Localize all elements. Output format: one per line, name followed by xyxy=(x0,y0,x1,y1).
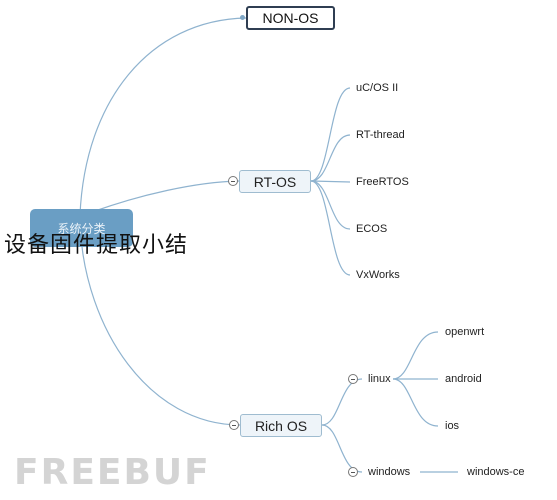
branch-non-os-label: NON-OS xyxy=(262,10,319,26)
leaf-windows-ce[interactable]: windows-ce xyxy=(467,466,525,478)
leaf-ecos[interactable]: ECOS xyxy=(356,223,388,235)
root-node[interactable]: 系统分类 xyxy=(30,209,133,247)
leaf-android[interactable]: android xyxy=(445,373,482,385)
leaf-ucos[interactable]: uC/OS II xyxy=(356,82,399,94)
leaf-ios[interactable]: ios xyxy=(445,420,460,432)
branch-non-os[interactable]: NON-OS xyxy=(246,6,335,30)
collapse-linux-icon[interactable] xyxy=(348,374,358,384)
branch-rt-os[interactable]: RT-OS xyxy=(239,170,311,193)
collapse-rt-os-icon[interactable] xyxy=(228,176,238,186)
watermark-logo: FREEBUF xyxy=(14,452,211,493)
branch-rt-os-label: RT-OS xyxy=(253,173,297,190)
overlay-title: 设备固件提取小结 xyxy=(4,233,189,258)
branch-rich-os[interactable]: Rich OS xyxy=(240,414,322,437)
connector-dot xyxy=(240,15,245,20)
collapse-windows-icon[interactable] xyxy=(348,467,358,477)
collapse-rich-os-icon[interactable] xyxy=(229,420,239,430)
leaf-openwrt[interactable]: openwrt xyxy=(445,326,485,338)
leaf-freertos[interactable]: FreeRTOS xyxy=(356,176,409,188)
leaf-rt-thread[interactable]: RT-thread xyxy=(356,129,405,141)
node-windows[interactable]: windows xyxy=(368,466,411,478)
node-linux[interactable]: linux xyxy=(368,373,391,385)
leaf-vxworks[interactable]: VxWorks xyxy=(356,269,400,281)
root-node-label: 系统分类 xyxy=(57,221,106,236)
branch-rich-os-label: Rich OS xyxy=(254,417,308,434)
